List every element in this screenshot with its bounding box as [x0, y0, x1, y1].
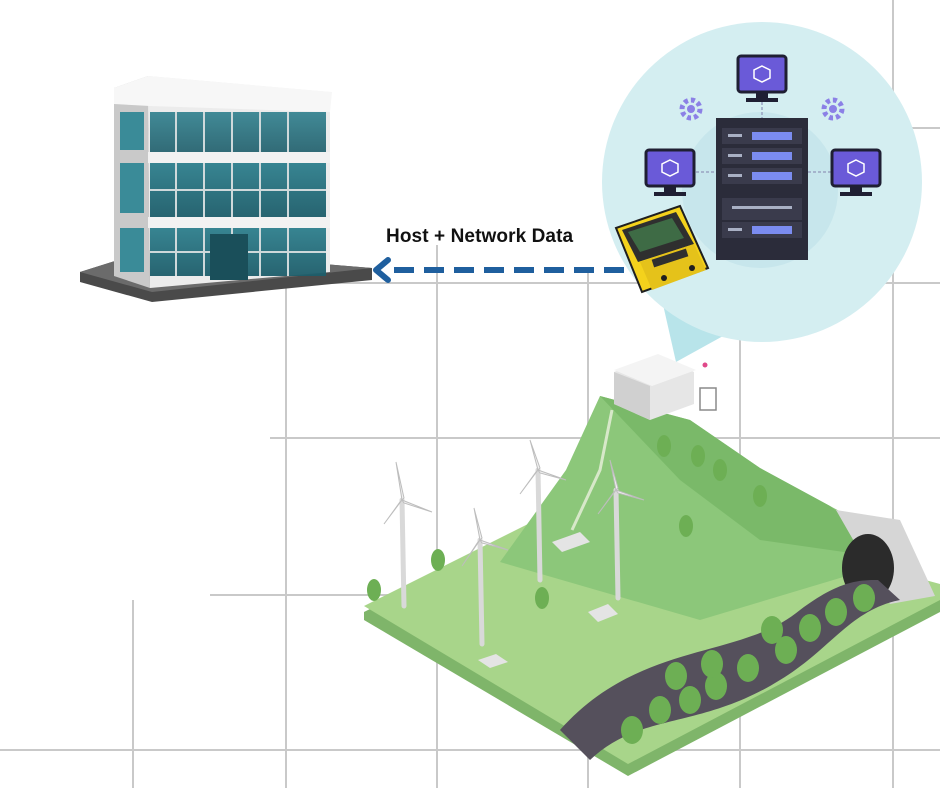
gear-icon-left — [679, 97, 703, 121]
collection-device-icon — [614, 204, 710, 294]
wind-farm-site-icon — [364, 354, 940, 776]
data-flow-label: Host + Network Data — [386, 226, 574, 247]
monitor-icon-left — [644, 148, 716, 196]
office-building-icon — [80, 76, 372, 302]
monitor-icon-right — [808, 148, 882, 196]
monitor-icon-top — [736, 54, 788, 118]
gear-icon-right — [821, 97, 845, 121]
data-flow-arrow — [373, 257, 624, 283]
server-rack-icon — [716, 118, 808, 260]
